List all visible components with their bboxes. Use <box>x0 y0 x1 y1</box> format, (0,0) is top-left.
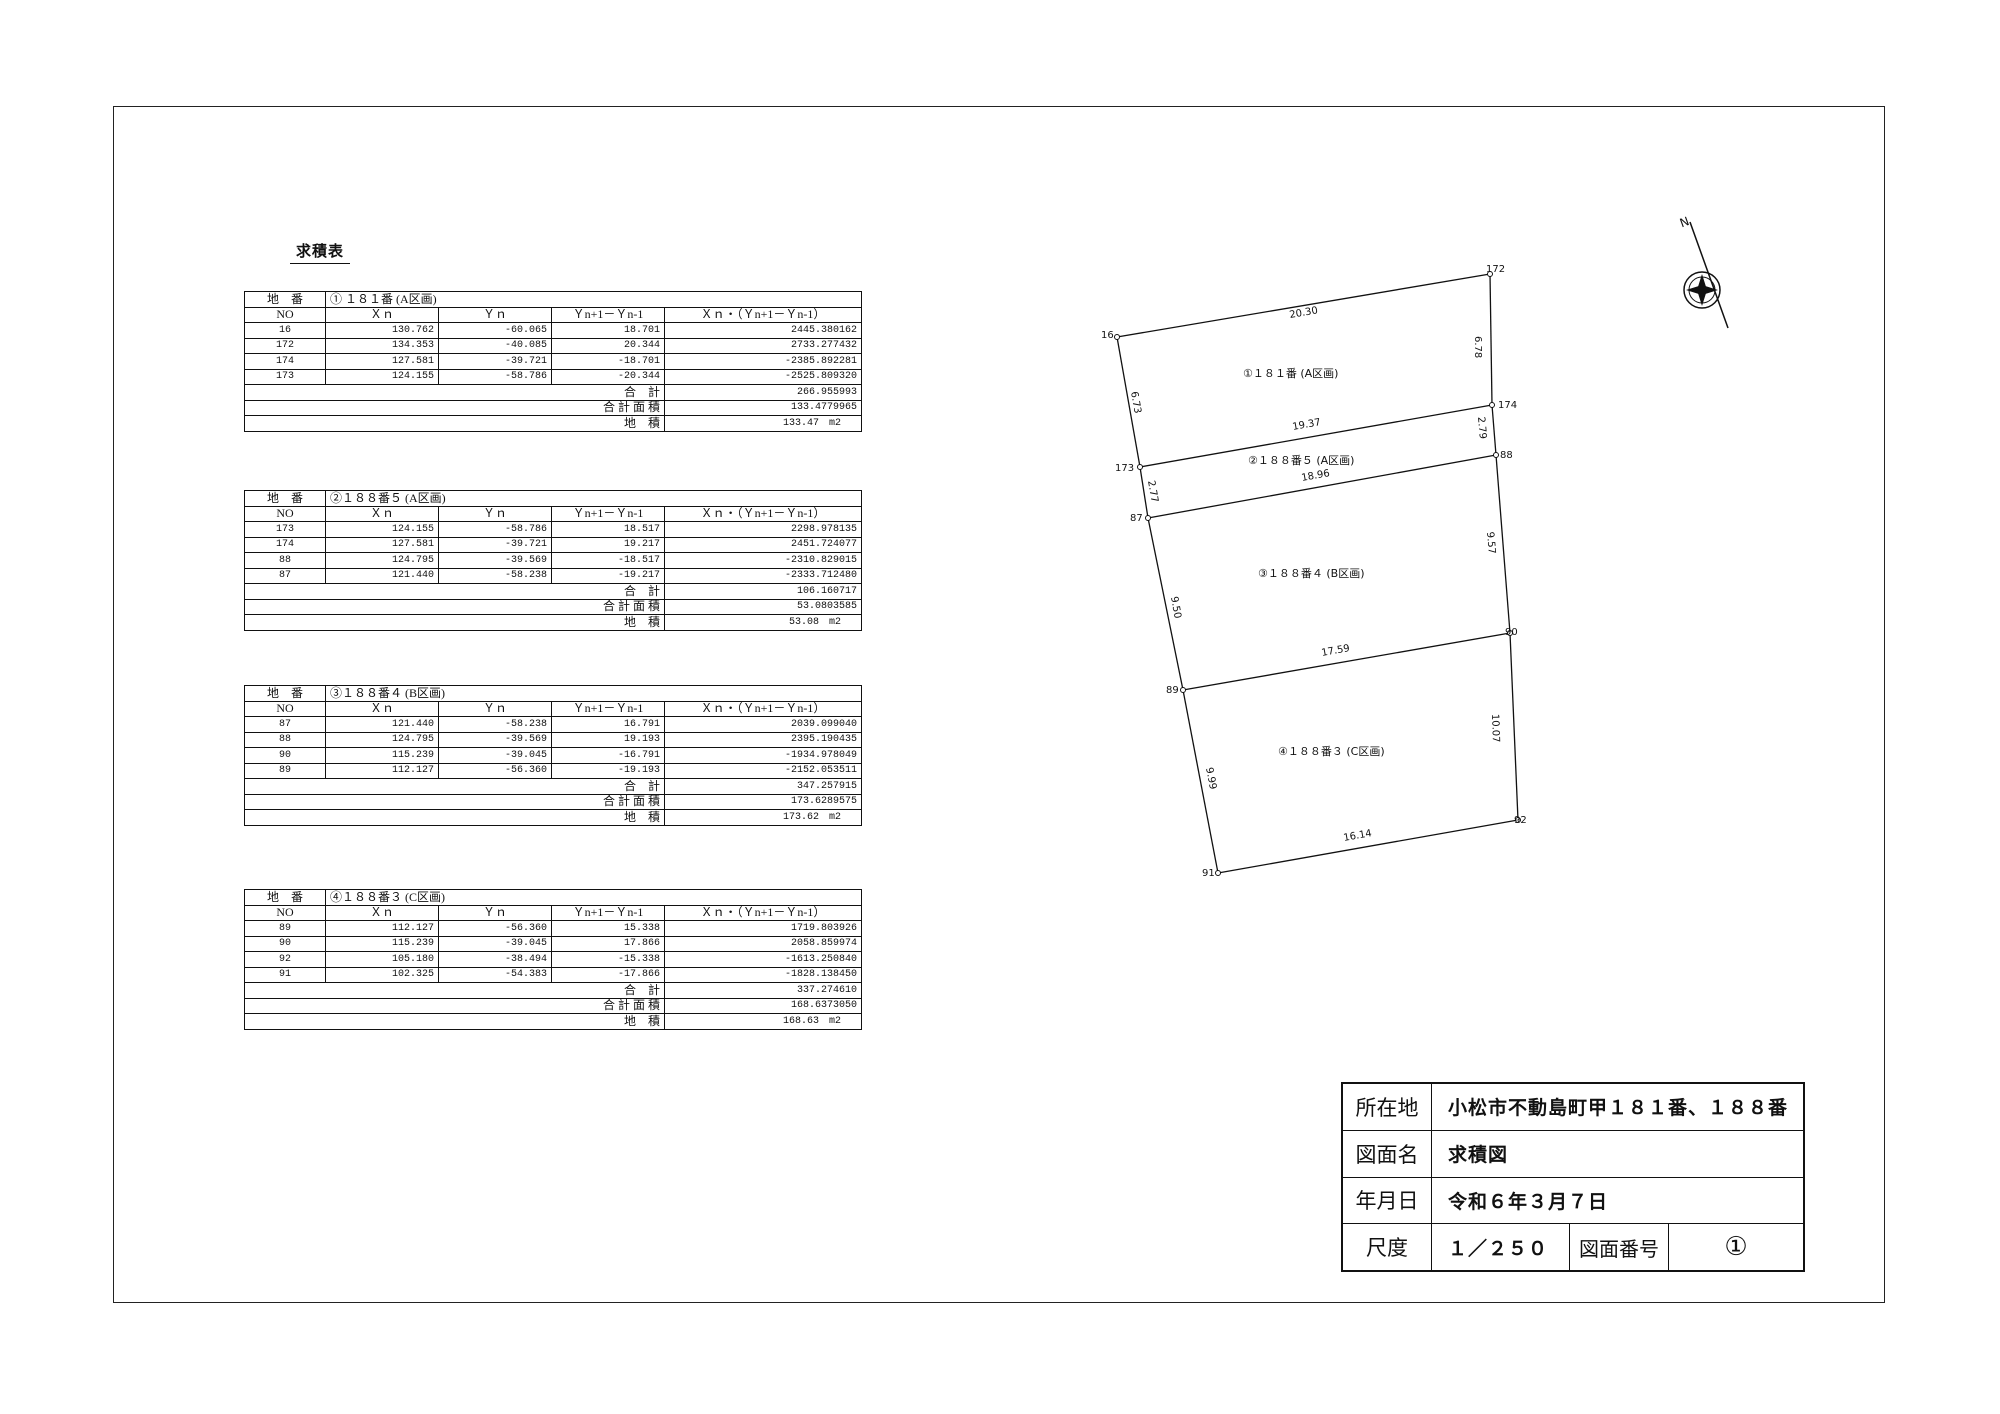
distance-label: 9.50 <box>1168 596 1183 620</box>
distance-label: 6.73 <box>1128 391 1143 415</box>
sum-number: 337.274610 <box>796 984 857 996</box>
lot-name: ④１８８番３ (C区画) <box>325 889 862 906</box>
lot-area-label: 地 積 <box>244 1013 665 1030</box>
distance-label: 2.79 <box>1475 416 1488 439</box>
location-value: 小松市不動島町甲１８１番、１８８番 <box>1431 1083 1804 1131</box>
point-label: 92 <box>1514 815 1527 826</box>
lot-label-header: 地 番 <box>244 490 326 507</box>
sum-number: 106.160717 <box>796 585 857 597</box>
distance-label: 6.78 <box>1472 336 1483 358</box>
drawing-name-label: 図面名 <box>1342 1129 1432 1178</box>
lot-area-number: 168.63 <box>782 1015 819 1027</box>
distance-label: 2.77 <box>1145 480 1160 504</box>
lot-area-value: 133.47 m2 <box>664 415 862 432</box>
col-header-xn: Ｘｎ <box>325 700 439 717</box>
lot-area-number: 133.47 <box>782 417 819 429</box>
north-arrow-icon: N <box>1678 214 1729 329</box>
drawing-number-value: ① <box>1668 1223 1804 1271</box>
distance-label: 9.99 <box>1203 766 1218 790</box>
lot-area-label: 地 積 <box>244 809 665 826</box>
sum-label: 合 計 <box>244 778 665 795</box>
distance-label: 9.57 <box>1484 531 1497 554</box>
location-label: 所在地 <box>1342 1083 1432 1131</box>
sheet-title: 求積表 <box>290 240 351 264</box>
area-unit: m2 <box>828 811 841 823</box>
lot-area-number: 53.08 <box>788 616 819 628</box>
drawing-frame <box>113 106 1885 1303</box>
distance-label: 20.30 <box>1289 305 1319 321</box>
point-label: 91 <box>1202 868 1215 879</box>
distance-label: 17.59 <box>1321 643 1351 659</box>
area-unit: m2 <box>828 1015 841 1027</box>
point-label: 16 <box>1101 330 1114 341</box>
north-label: N <box>1678 214 1691 230</box>
area-unit: m2 <box>828 417 841 429</box>
point-label: 88 <box>1500 450 1513 461</box>
point-label: 87 <box>1130 513 1143 524</box>
lot-area-value: 173.62 m2 <box>664 809 862 826</box>
sum-number: 266.955993 <box>796 386 857 398</box>
parcel-label-d: ④１８８番３ (C区画) <box>1278 745 1385 758</box>
col-header-diff: Ｙn+1－Ｙn-1 <box>551 700 665 717</box>
distance-label: 18.96 <box>1301 468 1331 484</box>
distance-label: 19.37 <box>1292 417 1322 433</box>
lot-area-value: 168.63 m2 <box>664 1013 862 1030</box>
sum-number: 347.257915 <box>796 780 857 792</box>
distance-label: 10.07 <box>1489 714 1501 743</box>
total-area-number: 173.6289575 <box>790 796 857 808</box>
parcel-label-b: ②１８８番５ (A区画) <box>1248 454 1354 467</box>
parcel-label-a: ①１８１番 (A区画) <box>1243 367 1338 380</box>
col-header-product: Ｘｎ・（Ｙn+1－Ｙn-1） <box>664 700 862 717</box>
col-header-diff: Ｙn+1－Ｙn-1 <box>551 306 665 323</box>
date-label: 年月日 <box>1342 1176 1432 1225</box>
date-value: 令和６年３月７日 <box>1431 1176 1804 1225</box>
point-label: 89 <box>1166 685 1179 696</box>
total-area-number: 133.4779965 <box>790 402 857 414</box>
total-area-number: 168.6373050 <box>790 1000 857 1012</box>
point-label: 90 <box>1505 627 1518 638</box>
area-unit: m2 <box>828 616 841 628</box>
distance-label: 16.14 <box>1343 828 1373 844</box>
lot-area-value: 53.08 m2 <box>664 614 862 631</box>
point-label: 172 <box>1486 264 1505 275</box>
title-block: 所在地 小松市不動島町甲１８１番、１８８番 図面名 求積図 年月日 令和６年３月… <box>1341 1082 1805 1272</box>
drawing-name-value: 求積図 <box>1431 1129 1804 1178</box>
lot-area-label: 地 積 <box>244 614 665 631</box>
col-header-product: Ｘｎ・（Ｙn+1－Ｙn-1） <box>664 904 862 921</box>
scale-value: １／２５０ <box>1431 1223 1570 1271</box>
lot-label-header: 地 番 <box>244 889 326 906</box>
point-label: 173 <box>1115 463 1134 474</box>
point-label: 174 <box>1498 400 1517 411</box>
parcel-label-c: ③１８８番４ (B区画) <box>1258 567 1365 580</box>
col-header-diff: Ｙn+1－Ｙn-1 <box>551 505 665 522</box>
lot-area-number: 173.62 <box>782 811 819 823</box>
drawing-number-label: 図面番号 <box>1569 1223 1669 1271</box>
scale-label: 尺度 <box>1342 1223 1432 1271</box>
total-area-number: 53.0803585 <box>796 601 857 613</box>
